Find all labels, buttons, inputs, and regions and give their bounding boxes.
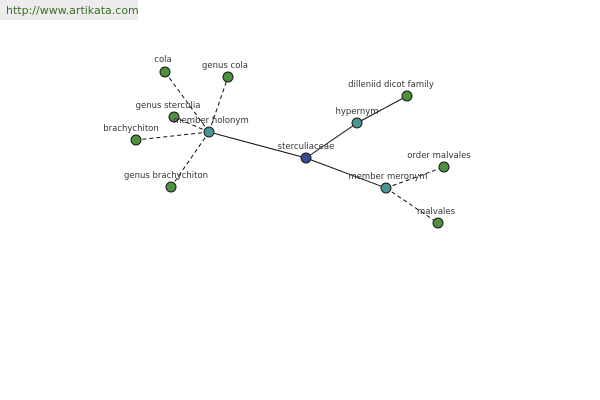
node-genus-sterculia[interactable] [168,111,180,123]
node-order-malvales[interactable] [438,161,450,173]
node-dilleniid-dicot-family[interactable] [401,90,413,102]
node-label-genus-brachychiton[interactable]: genus brachychiton [124,171,208,181]
node-label-cola[interactable]: cola [154,55,171,65]
edge-member-holonym-to-genus-sterculia [173,116,210,133]
node-label-sterculiaceae[interactable]: sterculiaceae [278,142,335,152]
node-member-meronym[interactable] [380,182,392,194]
edges-layer [135,71,445,224]
node-label-member-holonym[interactable]: member holonym [173,116,248,126]
node-cola[interactable] [159,66,171,78]
node-brachychiton[interactable] [130,134,142,146]
edge-member-meronym-to-malvales [385,187,439,224]
node-hypernym[interactable] [351,117,363,129]
edge-sterculiaceae-to-member-meronym [305,157,387,189]
node-label-genus-cola[interactable]: genus cola [202,61,248,71]
node-sterculiaceae[interactable] [300,152,312,164]
node-genus-brachychiton[interactable] [165,181,177,193]
node-label-genus-sterculia[interactable]: genus sterculia [136,101,201,111]
node-label-malvales[interactable]: malvales [417,207,456,217]
labels-layer: sterculiaceae member holonym hypernym membe… [103,55,471,217]
edge-hypernym-to-dilleniid-dicot-family [356,95,408,124]
node-label-hypernym[interactable]: hypernym [335,107,378,117]
edge-member-holonym-to-genus-cola [208,76,229,133]
node-member-holonym[interactable] [203,126,215,138]
node-label-member-meronym[interactable]: member meronym [348,172,427,182]
node-label-order-malvales[interactable]: order malvales [407,151,471,161]
node-label-dilleniid-dicot-family[interactable]: dilleniid dicot family [348,80,434,90]
url-banner: http://www.artikata.com [0,0,139,20]
node-malvales[interactable] [432,217,444,229]
edge-sterculiaceae-to-hypernym [305,122,358,159]
nodes-layer [130,66,450,229]
edge-sterculiaceae-to-member-holonym [208,131,307,159]
edge-member-holonym-to-cola [164,71,210,133]
node-label-brachychiton[interactable]: brachychiton [103,124,159,134]
edge-member-holonym-to-brachychiton [135,131,210,141]
edge-member-meronym-to-order-malvales [385,166,445,189]
site-url-link[interactable]: http://www.artikata.com [6,4,139,17]
node-genus-cola[interactable] [222,71,234,83]
